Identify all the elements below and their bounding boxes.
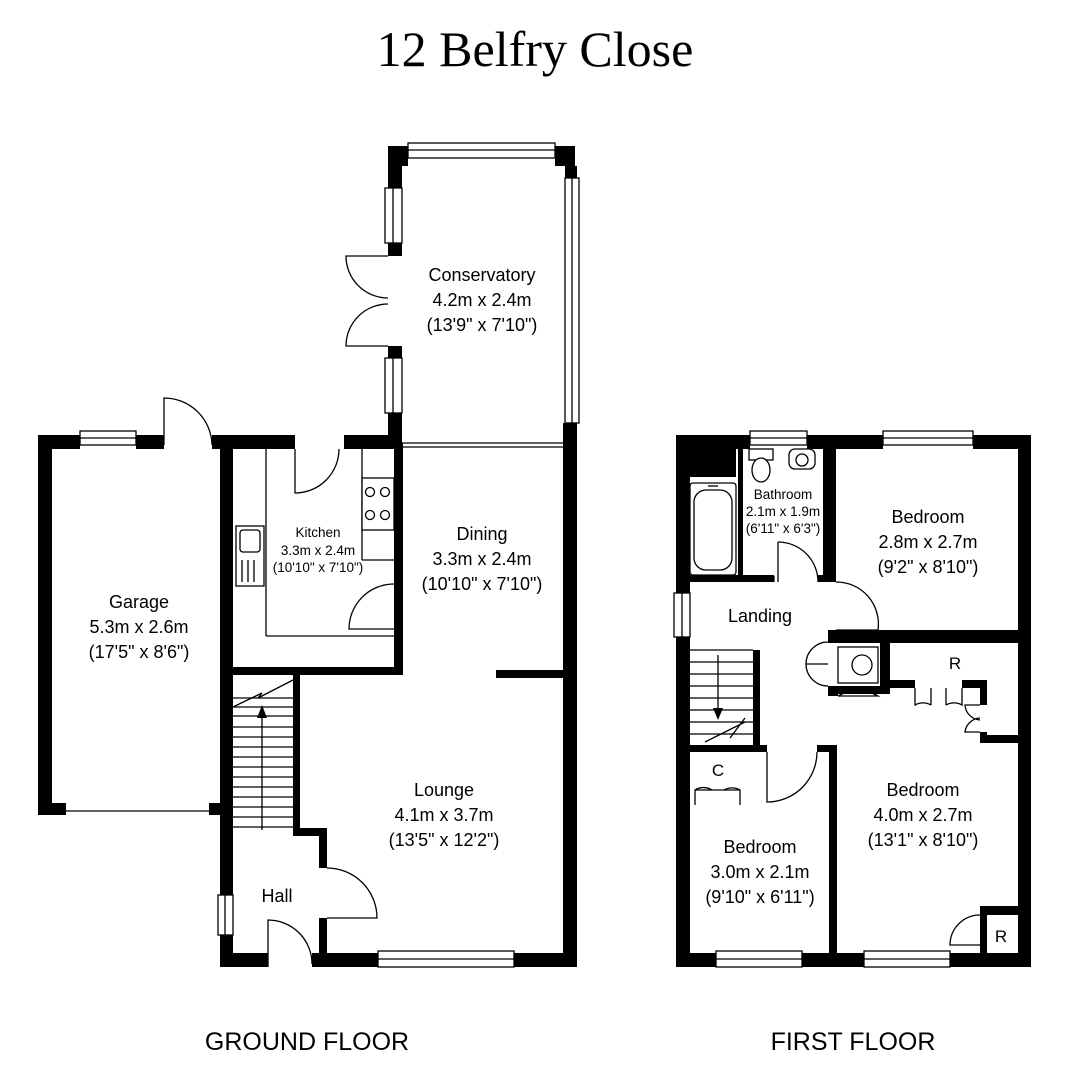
first-floor-stairs <box>690 649 753 743</box>
bathroom-label: Bathroom 2.1m x 1.9m (6'11" x 6'3") <box>746 487 821 536</box>
bedroom-1-imperial: (9'2" x 8'10") <box>878 557 979 577</box>
lounge-imperial: (13'5" x 12'2") <box>389 830 500 850</box>
ground-floor-walls <box>38 423 577 967</box>
bedroom-2-name: Bedroom <box>886 780 959 800</box>
bedroom-2-metric: 4.0m x 2.7m <box>873 805 972 825</box>
robe-marker-1: R <box>949 654 961 673</box>
kitchen-metric: 3.3m x 2.4m <box>281 543 355 558</box>
first-floor-label: FIRST FLOOR <box>771 1028 936 1056</box>
cupboard-marker: C <box>712 761 724 780</box>
conservatory-metric: 4.2m x 2.4m <box>432 290 531 310</box>
hall-details <box>217 867 515 968</box>
garage <box>66 397 213 812</box>
bedroom-3-label: Bedroom 3.0m x 2.1m (9'10" x 6'11") <box>705 837 814 907</box>
dining-imperial: (10'10" x 7'10") <box>422 574 543 594</box>
conservatory-name: Conservatory <box>428 265 535 285</box>
first-floor: Bathroom 2.1m x 1.9m (6'11" x 6'3") Bedr… <box>673 430 1031 1056</box>
first-floor-windows <box>673 430 974 968</box>
lounge-label: Lounge 4.1m x 3.7m (13'5" x 12'2") <box>389 780 500 850</box>
bedroom-2-imperial: (13'1" x 8'10") <box>868 830 979 850</box>
bedroom-1-metric: 2.8m x 2.7m <box>878 532 977 552</box>
ground-floor: Conservatory 4.2m x 2.4m (13'9" x 7'10")… <box>38 142 580 1056</box>
conservatory-label: Conservatory 4.2m x 2.4m (13'9" x 7'10") <box>427 265 538 335</box>
dining-metric: 3.3m x 2.4m <box>432 549 531 569</box>
bedroom-3-name: Bedroom <box>723 837 796 857</box>
bathroom-imperial: (6'11" x 6'3") <box>746 521 821 536</box>
bedroom-1-label: Bedroom 2.8m x 2.7m (9'2" x 8'10") <box>878 507 979 577</box>
bedroom-1-name: Bedroom <box>891 507 964 527</box>
lounge-name: Lounge <box>414 780 474 800</box>
bedroom-3-metric: 3.0m x 2.1m <box>710 862 809 882</box>
bathroom-metric: 2.1m x 1.9m <box>746 504 820 519</box>
ground-floor-label: GROUND FLOOR <box>205 1028 409 1056</box>
kitchen-name: Kitchen <box>295 525 340 540</box>
lounge-metric: 4.1m x 3.7m <box>394 805 493 825</box>
garage-label: Garage 5.3m x 2.6m (17'5" x 8'6") <box>89 592 190 662</box>
robe-marker-2: R <box>995 927 1007 946</box>
bedroom-3-imperial: (9'10" x 6'11") <box>705 887 814 907</box>
conservatory-imperial: (13'9" x 7'10") <box>427 315 538 335</box>
garage-imperial: (17'5" x 8'6") <box>89 642 190 662</box>
kitchen-fittings <box>235 448 395 637</box>
garage-metric: 5.3m x 2.6m <box>89 617 188 637</box>
conservatory <box>345 142 580 448</box>
dining-label: Dining 3.3m x 2.4m (10'10" x 7'10") <box>422 524 543 594</box>
first-floor-walls <box>676 435 1031 967</box>
first-floor-doors <box>694 581 981 946</box>
dining-name: Dining <box>456 524 507 544</box>
garage-name: Garage <box>109 592 169 612</box>
hall-name: Hall <box>261 886 292 906</box>
kitchen-imperial: (10'10" x 7'10") <box>273 560 364 575</box>
bedroom-2-label: Bedroom 4.0m x 2.7m (13'1" x 8'10") <box>868 780 979 850</box>
landing-name: Landing <box>728 606 792 626</box>
kitchen-label: Kitchen 3.3m x 2.4m (10'10" x 7'10") <box>273 525 364 575</box>
ground-floor-stairs <box>232 679 294 830</box>
bathroom-fittings <box>689 448 819 583</box>
bathroom-name: Bathroom <box>754 487 813 502</box>
plan-title: 12 Belfry Close <box>377 21 694 77</box>
